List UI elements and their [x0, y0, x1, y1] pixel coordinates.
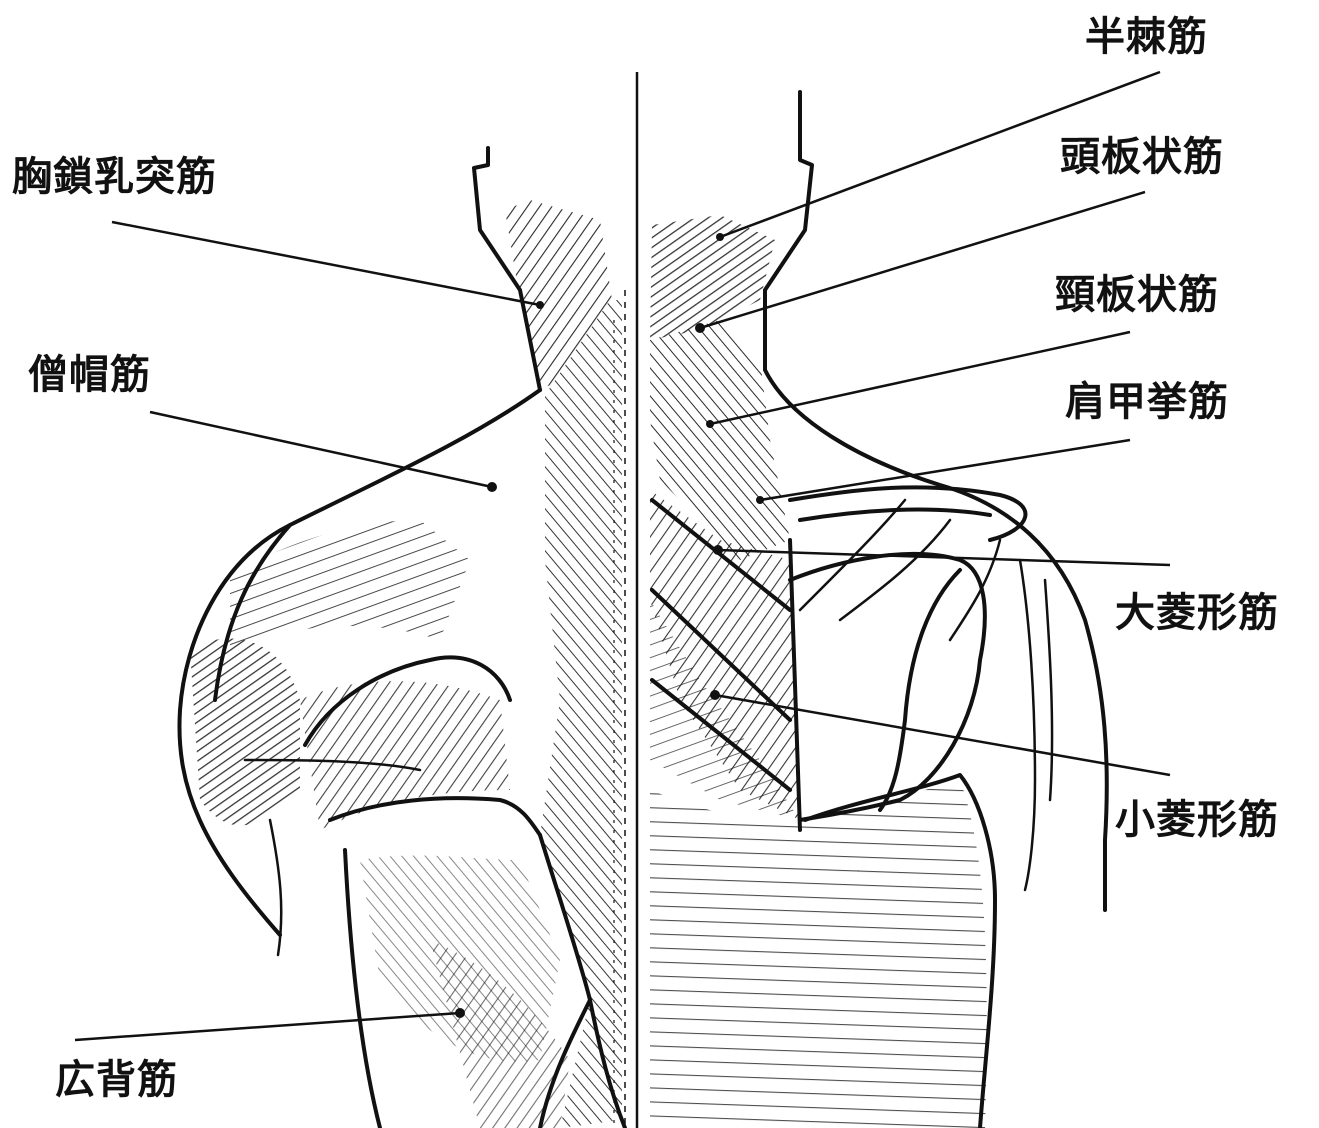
label-rhomboid-minor: 小菱形筋 — [1115, 800, 1279, 840]
leader-lines — [75, 72, 1170, 1040]
left-hatching — [190, 200, 622, 1128]
label-trapezius: 僧帽筋 — [28, 355, 151, 395]
leader-sternocleidomastoid — [112, 222, 540, 305]
label-splenius-capitis: 頭板状筋 — [1060, 137, 1224, 177]
dot-levator-scapulae — [756, 496, 764, 504]
label-splenius-cervicis: 頸板状筋 — [1055, 275, 1219, 315]
dot-semispinalis — [716, 233, 724, 241]
leader-latissimus — [75, 1013, 460, 1040]
dot-sternocleidomastoid — [536, 301, 544, 309]
dot-rhomboid-major — [713, 545, 723, 555]
label-levator-scapulae: 肩甲挙筋 — [1065, 382, 1229, 422]
dot-trapezius — [487, 482, 497, 492]
leader-levator-scapulae — [760, 440, 1130, 500]
dot-rhomboid-minor — [710, 690, 720, 700]
dot-splenius-capitis — [695, 323, 705, 333]
label-rhomboid-major: 大菱形筋 — [1115, 593, 1279, 633]
label-latissimus-dorsi: 広背筋 — [55, 1060, 178, 1100]
dot-splenius-cervicis — [706, 420, 714, 428]
label-sternocleidomastoid: 胸鎖乳突筋 — [12, 157, 217, 197]
dot-latissimus — [455, 1008, 465, 1018]
label-semispinalis: 半棘筋 — [1085, 17, 1208, 57]
right-hatching — [650, 215, 987, 1128]
